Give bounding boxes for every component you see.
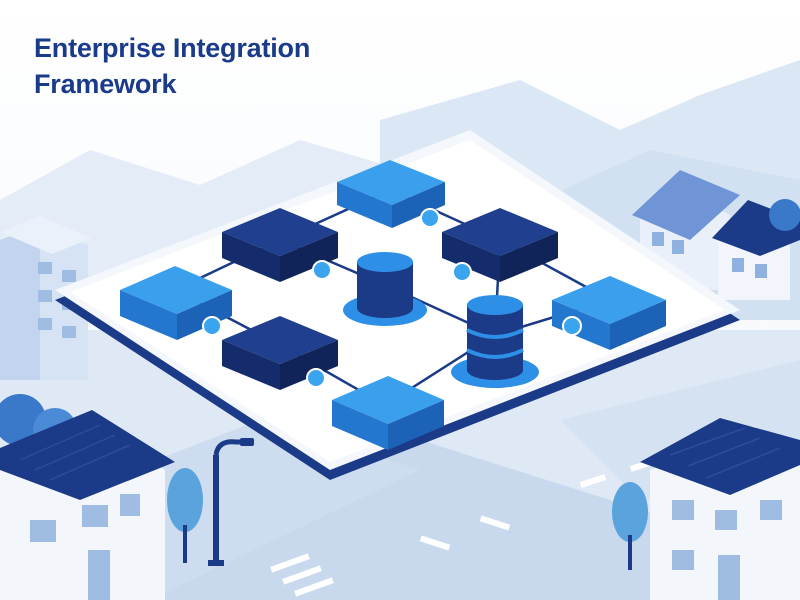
- database-center: [343, 252, 427, 326]
- module-block-left-lower: [222, 316, 338, 390]
- module-block-right-upper: [442, 208, 558, 282]
- module-block-left-upper: [222, 208, 338, 282]
- page-title: Enterprise Integration Framework: [34, 30, 310, 102]
- house-right: [640, 418, 800, 600]
- node-dot: [452, 262, 472, 282]
- node-dot: [420, 208, 440, 228]
- database-right: [451, 295, 539, 388]
- module-block-bottom: [332, 376, 444, 450]
- module-block-left: [120, 266, 232, 340]
- node-dots: [202, 208, 582, 388]
- node-dot: [562, 316, 582, 336]
- node-dot: [202, 316, 222, 336]
- node-dot: [306, 368, 326, 388]
- title-line-2: Framework: [34, 69, 177, 99]
- street-lamp: [208, 438, 254, 566]
- tree-right: [612, 482, 648, 570]
- tree-middle: [167, 468, 203, 563]
- module-block-top: [337, 160, 445, 228]
- apartment-left: [0, 216, 92, 380]
- house-left: [0, 410, 175, 600]
- title-line-1: Enterprise Integration: [34, 33, 311, 63]
- node-dot: [312, 260, 332, 280]
